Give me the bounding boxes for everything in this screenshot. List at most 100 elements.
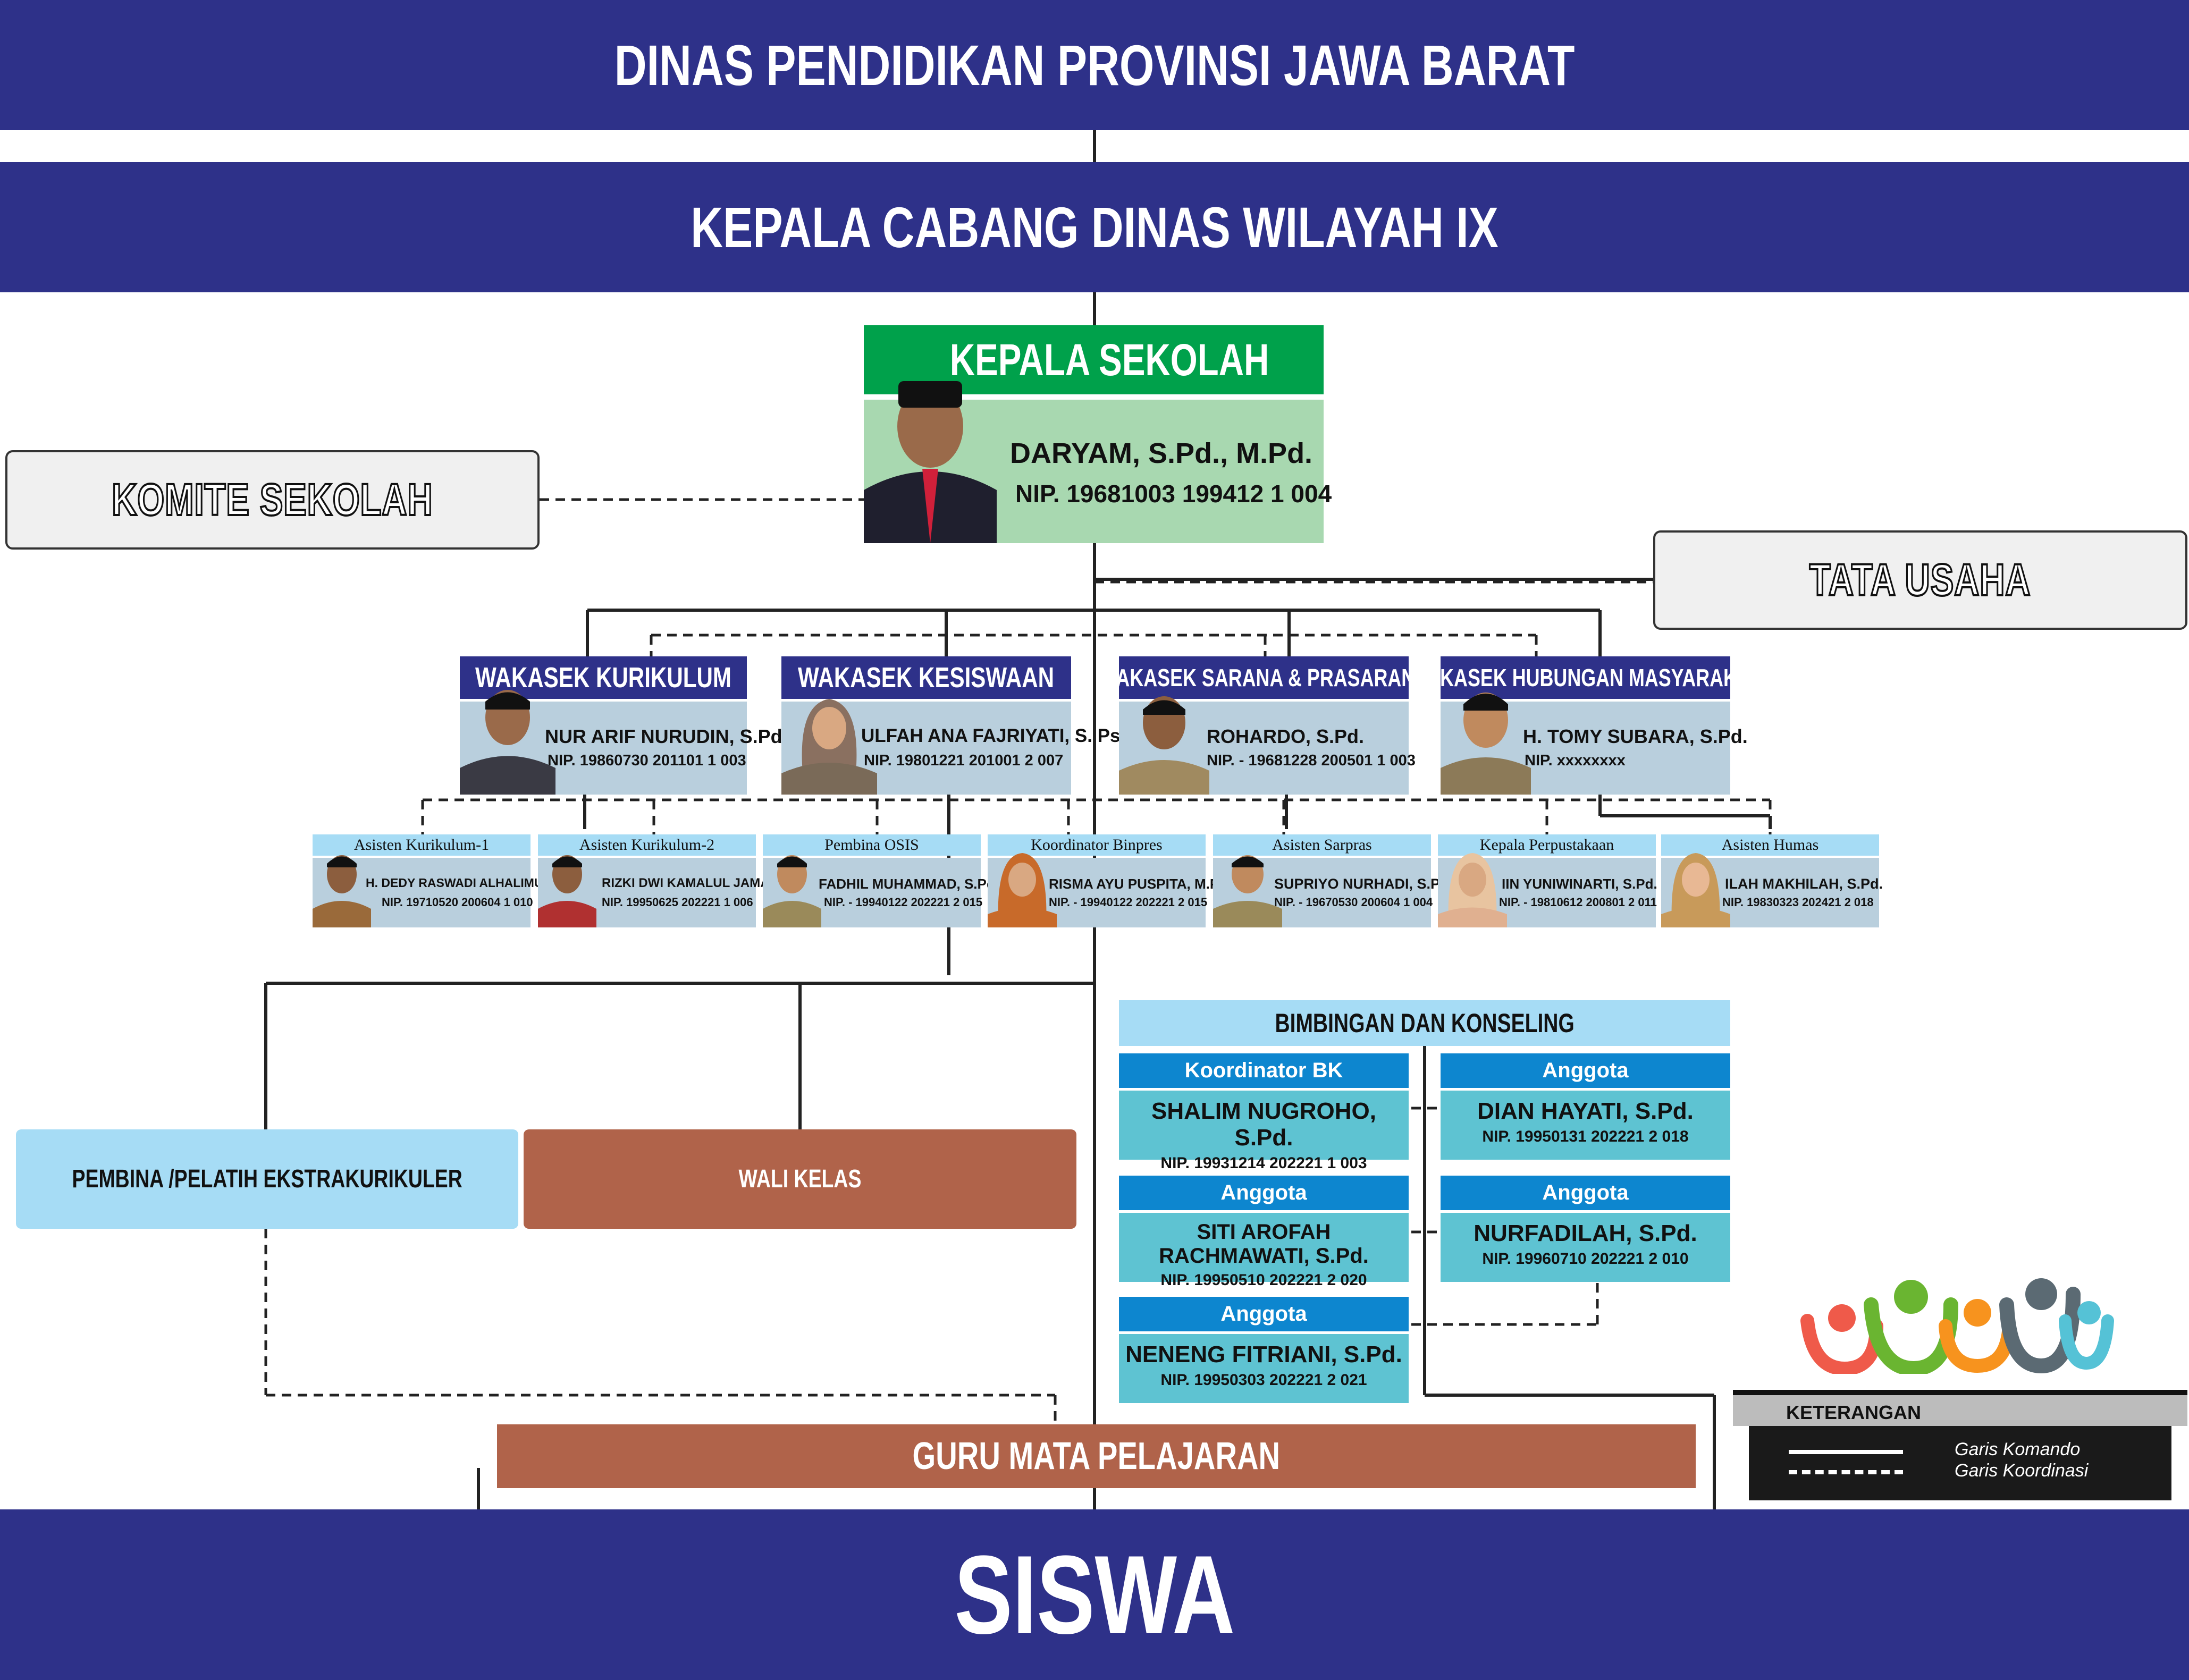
kepala-sekolah-name: DARYAM, S.Pd., M.Pd. <box>1010 437 1313 469</box>
bk-member-name: SHALIM NUGROHO, S.Pd. <box>1151 1098 1376 1151</box>
assistant-name: SUPRIYO NURHADI, S.Pd. <box>1274 876 1453 892</box>
wakasek-card: WAKASEK SARANA & PRASARANA ROHARDO, S.Pd… <box>1099 656 1429 795</box>
assistant-title: Koordinator Binpres <box>988 834 1206 856</box>
assistant-nip: NIP. - 19940122 202221 2 015 <box>824 896 983 909</box>
guru-mapel-box: GURU MATA PELAJARAN <box>497 1424 1696 1488</box>
second-banner-text: KEPALA CABANG DINAS WILAYAH IX <box>691 195 1498 259</box>
wakasek-name: ULFAH ANA FAJRIYATI, S. Psi. <box>861 725 1131 746</box>
legend-header: KETERANGAN <box>1733 1390 2187 1426</box>
assistant-title: Asisten Sarpras <box>1213 834 1431 856</box>
bk-member-role: Anggota <box>1119 1176 1409 1210</box>
wakasek-title: WAKASEK KURIKULUM <box>475 662 732 694</box>
assistant-card: Asisten Kurikulum-2 RIZKI DWI KAMALUL JA… <box>538 834 816 927</box>
siswa-banner: SISWA <box>0 1509 2189 1680</box>
siswa-text: SISWA <box>954 1532 1235 1657</box>
kepala-sekolah-card: DARYAM, S.Pd., M.Pd. NIP. 19681003 19941… <box>864 381 1332 543</box>
assistant-nip: NIP. 19710520 200604 1 010 <box>382 896 533 909</box>
kepala-sekolah-title: KEPALA SEKOLAH <box>950 334 1269 385</box>
tata-usaha-box: TATA USAHA <box>1653 530 2187 630</box>
people-logo-icon <box>1797 1268 2116 1377</box>
bk-member-role: Anggota <box>1119 1297 1409 1331</box>
wakasek-nip: NIP. 19860730 201101 1 003 <box>548 752 746 769</box>
bk-member-card: Anggota SITI AROFAH RACHMAWATI, S.Pd. NI… <box>1119 1176 1409 1289</box>
bk-member-role: Koordinator BK <box>1119 1053 1409 1088</box>
legend-title: KETERANGAN <box>1786 1402 1922 1423</box>
wakasek-name: H. TOMY SUBARA, S.Pd. <box>1523 725 1748 747</box>
wakasek-card: WAKASEK KURIKULUM NUR ARIF NURUDIN, S.Pd… <box>460 656 788 795</box>
assistant-photo <box>988 845 1057 927</box>
bk-title-box: BIMBINGAN DAN KONSELING <box>1119 1000 1730 1046</box>
assistant-nip: NIP. 19830323 202421 2 018 <box>1722 896 1874 909</box>
komite-sekolah-box: KOMITE SEKOLAH <box>5 450 540 550</box>
pembina-ekskul-box: PEMBINA /PELATIH EKSTRAKURIKULER <box>16 1129 518 1229</box>
kepala-sekolah-nip: NIP. 19681003 199412 1 004 <box>1015 480 1332 508</box>
wakasek-name: NUR ARIF NURUDIN, S.Pd. <box>545 725 788 747</box>
assistant-photo <box>538 845 596 927</box>
wakasek-photo <box>1119 683 1209 795</box>
coordination-lines <box>264 498 1772 1424</box>
wakasek-title: WAKASEK KESISWAAN <box>798 662 1055 694</box>
guru-mapel-text: GURU MATA PELAJARAN <box>912 1435 1281 1478</box>
legend-dashed-label: Garis Koordinasi <box>1955 1460 2089 1481</box>
wali-kelas-box: WALI KELAS <box>524 1129 1076 1229</box>
wakasek-photo <box>460 680 555 795</box>
wakasek-photo <box>1441 678 1531 795</box>
second-banner: KEPALA CABANG DINAS WILAYAH IX <box>0 162 2189 292</box>
assistant-title: Pembina OSIS <box>763 834 981 856</box>
wakasek-name: ROHARDO, S.Pd. <box>1207 725 1365 747</box>
top-banner-text: DINAS PENDIDIKAN PROVINSI JAWA BARAT <box>614 33 1575 97</box>
wakasek-title: WAKASEK HUBUNGAN MASYARAKAT <box>1409 664 1762 691</box>
kepala-sekolah-header: KEPALA SEKOLAH <box>864 325 1324 394</box>
bk-member-card: Anggota NURFADILAH, S.Pd. NIP. 19960710 … <box>1441 1176 1730 1282</box>
tata-usaha-text: TATA USAHA <box>1809 554 2032 606</box>
bk-member-role: Anggota <box>1441 1053 1730 1088</box>
wakasek-card: WAKASEK HUBUNGAN MASYARAKAT H. TOMY SUBA… <box>1410 656 1761 795</box>
legend-dashed-line <box>1789 1470 1903 1474</box>
bk-member-nip: NIP. 19960710 202221 2 010 <box>1482 1250 1689 1268</box>
assistant-card: Asisten Sarpras SUPRIYO NURHADI, S.Pd. N… <box>1213 834 1453 927</box>
assistant-name: RISMA AYU PUSPITA, M.Pd. <box>1049 876 1232 892</box>
wakasek-nip: NIP. - 19681228 200501 1 003 <box>1207 752 1416 769</box>
bk-member-name: NENENG FITRIANI, S.Pd. <box>1125 1341 1402 1367</box>
assistant-name: IIN YUNIWINARTI, S.Pd. <box>1502 876 1657 892</box>
top-banner: DINAS PENDIDIKAN PROVINSI JAWA BARAT <box>0 0 2189 130</box>
assistant-photo <box>763 845 821 927</box>
bk-member-nip: NIP. 19950510 202221 2 020 <box>1160 1271 1367 1289</box>
assistant-nip: NIP. 19950625 202221 1 006 <box>602 896 753 909</box>
komite-sekolah-text: KOMITE SEKOLAH <box>111 474 434 526</box>
pembina-ekskul-text: PEMBINA /PELATIH EKSTRAKURIKULER <box>72 1165 462 1193</box>
bk-title: BIMBINGAN DAN KONSELING <box>1275 1008 1575 1038</box>
legend-solid-label: Garis Komando <box>1955 1439 2081 1459</box>
assistant-nip: NIP. - 19670530 200604 1 004 <box>1274 896 1433 909</box>
bk-member-card: Koordinator BK SHALIM NUGROHO, S.Pd. NIP… <box>1119 1053 1409 1172</box>
bk-member-nip: NIP. 19931214 202221 1 003 <box>1160 1154 1367 1172</box>
wakasek-title: WAKASEK SARANA & PRASARANA <box>1099 664 1429 691</box>
assistant-title: Kepala Perpustakaan <box>1438 834 1656 856</box>
assistant-photo <box>1213 845 1282 927</box>
assistant-title: Asisten Kurikulum-2 <box>538 834 756 856</box>
assistant-nip: NIP. - 19940122 202221 2 015 <box>1049 896 1208 909</box>
legend-box: Garis Komando Garis Koordinasi <box>1749 1426 2171 1500</box>
assistant-photo <box>313 845 371 927</box>
wali-kelas-text: WALI KELAS <box>738 1165 862 1193</box>
assistant-card: Pembina OSIS FADHIL MUHAMMAD, S.Pd., Gr.… <box>763 834 1026 927</box>
bk-member-name: DIAN HAYATI, S.Pd. <box>1477 1098 1694 1124</box>
assistant-card: Asisten Kurikulum-1 H. DEDY RASWADI ALHA… <box>313 834 612 927</box>
assistant-nip: NIP. - 19810612 200801 2 011 <box>1499 896 1657 909</box>
assistant-card: Kepala Perpustakaan IIN YUNIWINARTI, S.P… <box>1438 834 1657 927</box>
assistant-title: Asisten Kurikulum-1 <box>313 834 531 856</box>
assistant-photo <box>1438 845 1507 927</box>
assistant-card: Asisten Humas ILAH MAKHILAH, S.Pd. NIP. … <box>1661 834 1883 927</box>
assistant-name: ILAH MAKHILAH, S.Pd. <box>1725 876 1883 892</box>
wakasek-nip: NIP. 19801221 201001 2 007 <box>864 752 1064 769</box>
bk-member-card: Anggota DIAN HAYATI, S.Pd. NIP. 19950131… <box>1441 1053 1730 1160</box>
wakasek-photo <box>781 683 877 795</box>
bk-member-nip: NIP. 19950303 202221 2 021 <box>1160 1371 1367 1389</box>
bk-member-name: SITI AROFAH RACHMAWATI, S.Pd. <box>1159 1220 1369 1268</box>
wakasek-card: WAKASEK KESISWAAN ULFAH ANA FAJRIYATI, S… <box>781 656 1131 795</box>
bk-member-name: NURFADILAH, S.Pd. <box>1474 1220 1697 1246</box>
wakasek-nip: NIP. xxxxxxxx <box>1525 752 1626 769</box>
bk-member-card: Anggota NENENG FITRIANI, S.Pd. NIP. 1995… <box>1119 1297 1409 1403</box>
assistant-photo <box>1661 845 1730 927</box>
